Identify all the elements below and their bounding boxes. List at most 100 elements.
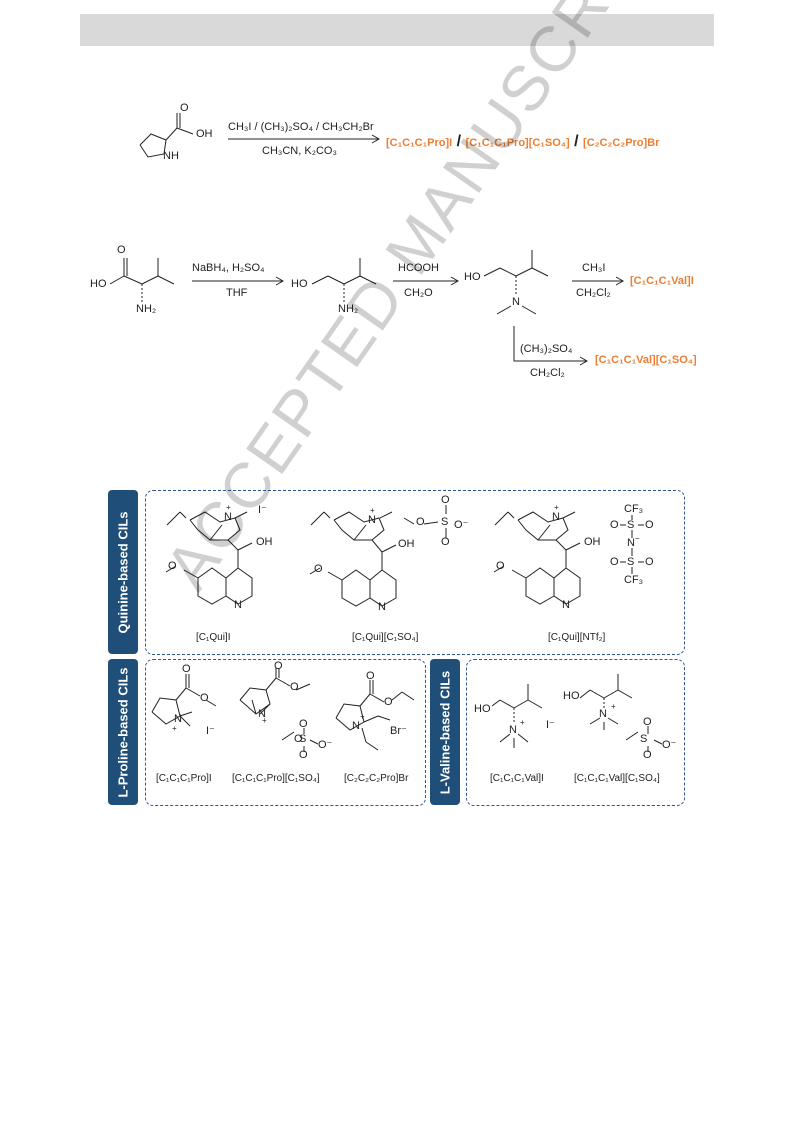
atom-n: N xyxy=(562,599,570,611)
header-bar xyxy=(80,14,714,46)
panel-valine xyxy=(466,659,685,806)
bond xyxy=(157,275,175,285)
tab-proline: L-Proline-based CILs xyxy=(108,659,138,805)
step2-bottom: CH₂O xyxy=(404,287,433,299)
charge-plus: + xyxy=(370,506,375,515)
atom-n: N xyxy=(512,296,520,308)
atom-n: N xyxy=(352,720,360,732)
atom-o: O xyxy=(200,692,209,704)
caption-c1c1c1pro-i: [C₁C₁C₁Pro]I xyxy=(156,773,212,784)
quinine-cation-1 xyxy=(165,511,253,605)
atom-o: O xyxy=(299,749,308,761)
separator: / xyxy=(574,133,579,150)
valine-ammonium-2 xyxy=(579,674,633,730)
bond xyxy=(515,267,533,277)
methyl-sulfate-anion-2 xyxy=(281,728,319,752)
atom-n: N xyxy=(224,511,232,523)
atom-o: O xyxy=(294,733,303,745)
product-pro-c1so4: [C₁C₁C₁Pro][C₁SO₄] xyxy=(465,137,570,149)
charge-plus: + xyxy=(226,503,231,512)
atom-o: O xyxy=(182,663,191,675)
proline-ester-3 xyxy=(335,680,415,751)
atom-nh: NH xyxy=(163,150,179,162)
atom-nh2: NH₂ xyxy=(338,303,359,315)
arrowhead xyxy=(615,276,625,286)
bond xyxy=(327,275,345,285)
atom-o: O xyxy=(274,660,283,672)
charge-plus: + xyxy=(554,503,559,512)
bond xyxy=(123,275,143,285)
reaction-arrow-5 xyxy=(513,326,586,362)
atom-n: N xyxy=(234,599,242,611)
atom-n: N xyxy=(552,511,560,523)
caption-c1c1c1pro-c1so4: [C₁C₁C₁Pro][C₁SO₄] xyxy=(232,773,320,784)
caption-c1c1c1val-c1so4: [C₁C₁C₁Val][C₁SO₄] xyxy=(574,773,660,784)
charge-plus: + xyxy=(172,724,177,733)
atom-n: N xyxy=(599,708,607,720)
atom-o: O xyxy=(314,563,323,575)
bond xyxy=(359,275,377,285)
proline-ester-1 xyxy=(151,674,217,727)
step3-bottom: CH₂Cl₂ xyxy=(576,287,611,299)
atom-o: O xyxy=(290,681,299,693)
bond xyxy=(176,127,194,135)
atom-s: S xyxy=(640,733,648,745)
atom-cf3: CF₃ xyxy=(624,503,644,515)
atom-o: O xyxy=(643,716,652,728)
atom-oh: OH xyxy=(584,536,601,548)
atom-o-minus: O⁻ xyxy=(662,739,677,751)
atom-o: O xyxy=(384,696,393,708)
charge-plus: + xyxy=(520,718,525,727)
atom-o: O xyxy=(168,560,177,572)
bond xyxy=(531,267,549,277)
valine-ammonium-1 xyxy=(491,684,543,748)
iodide-anion: I⁻ xyxy=(546,719,555,731)
atom-n: N xyxy=(174,713,182,725)
atom-o: O xyxy=(416,516,425,528)
step4-bottom: CH₂Cl₂ xyxy=(530,367,565,379)
tab-quinine: Quinine-based CILs xyxy=(108,490,138,654)
atom-o: O xyxy=(180,102,189,114)
atom-n: N xyxy=(627,537,635,549)
arrowhead xyxy=(579,356,589,366)
bond xyxy=(499,267,517,277)
atom-o-minus: O⁻ xyxy=(454,519,469,531)
atom-n: N xyxy=(258,708,266,720)
atom-o: O xyxy=(645,519,654,531)
atom-ho: HO xyxy=(291,278,308,290)
methyl-sulfate-anion-3 xyxy=(625,726,663,752)
arrowhead xyxy=(450,276,460,286)
proline-ring xyxy=(139,133,167,158)
product-pro-br: [C₂C₂C₂Pro]Br xyxy=(583,137,660,149)
arrowhead xyxy=(371,134,381,144)
products-line: [C₁C₁C₁Pro]I / [C₁C₁C₁Pro][C₁SO₄] / [C₂C… xyxy=(386,133,659,151)
tab-valine: L-Valine-based CILs xyxy=(430,659,460,805)
atom-cf3: CF₃ xyxy=(624,574,644,586)
atom-o: O xyxy=(610,556,619,568)
bond xyxy=(521,305,537,315)
product-val-i: [C₁C₁C₁Val]I xyxy=(630,275,694,287)
atom-oh: OH xyxy=(398,538,415,550)
bromide-anion: Br⁻ xyxy=(390,725,407,737)
step3-top: CH₃I xyxy=(582,262,606,274)
atom-o: O xyxy=(366,670,375,682)
atom-nh2: NH₂ xyxy=(136,303,157,315)
atom-o: O xyxy=(643,749,652,761)
atom-o: O xyxy=(441,494,450,506)
atom-ho: HO xyxy=(90,278,107,290)
charge-plus: + xyxy=(611,702,616,711)
atom-o: O xyxy=(299,718,308,730)
proline-ester-2 xyxy=(239,668,311,715)
reagents-bottom: CH₃CN, K₂CO₃ xyxy=(262,145,337,157)
iodide-anion: I⁻ xyxy=(206,725,215,737)
caption-c2c2c2pro-br: [C₂C₂C₂Pro]Br xyxy=(344,773,409,784)
charge-minus: − xyxy=(635,534,640,543)
bond xyxy=(496,305,512,315)
atom-n: N xyxy=(378,601,386,613)
bond xyxy=(141,275,159,285)
atom-ho: HO xyxy=(563,690,580,702)
step4-top: (CH₃)₂SO₄ xyxy=(520,343,573,355)
